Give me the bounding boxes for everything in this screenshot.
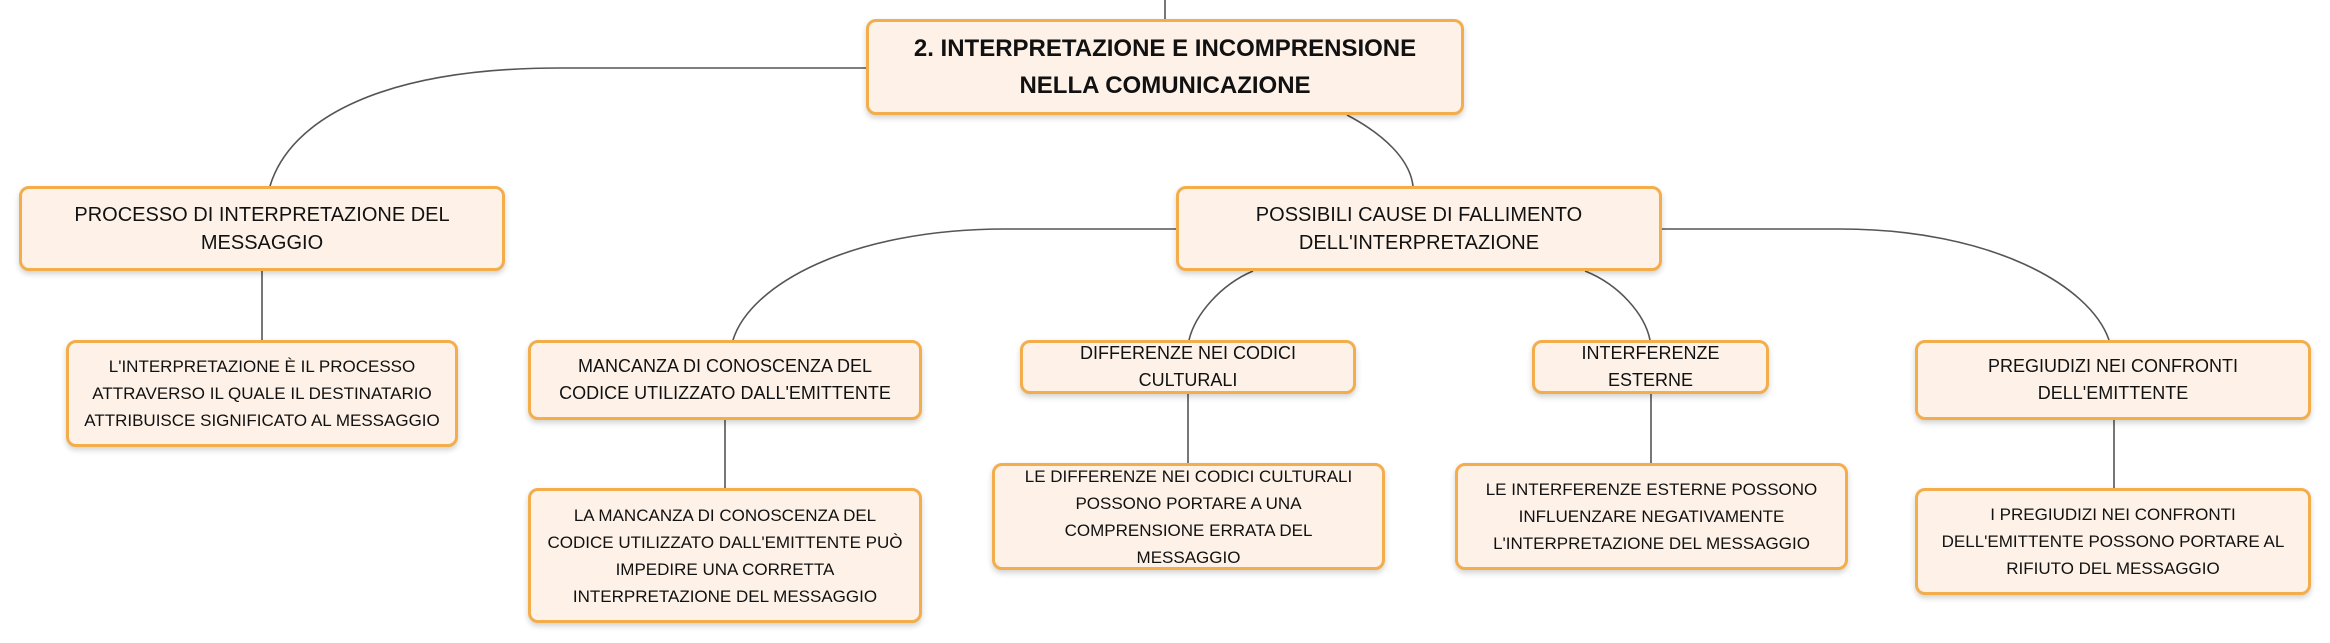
cause-node-3-label: INTERFERENZE ESTERNE <box>1581 343 1720 390</box>
cause-detail-2-label: LE DIFFERENZE NEI CODICI CULTURALI POSSO… <box>1024 466 1353 567</box>
connector-causes-cause3 <box>1584 270 1651 341</box>
root-node[interactable]: 2. INTERPRETAZIONE E INCOMPRENSIONE NELL… <box>866 19 1464 115</box>
cause-node-3[interactable]: INTERFERENZE ESTERNE <box>1532 340 1769 394</box>
connector-root-causes <box>1346 114 1414 187</box>
cause-detail-node-2[interactable]: LE DIFFERENZE NEI CODICI CULTURALI POSSO… <box>992 463 1385 570</box>
causes-node-label: POSSIBILI CAUSE DI FALLIMENTO DELL'INTER… <box>1255 203 1583 254</box>
cause-node-4[interactable]: PREGIUDIZI NEI CONFRONTI DELL'EMITTENTE <box>1915 340 2311 420</box>
cause-detail-node-1[interactable]: LA MANCANZA DI CONOSCENZA DEL CODICE UTI… <box>528 488 922 623</box>
cause-node-2-label: DIFFERENZE NEI CODICI CULTURALI <box>1079 343 1296 390</box>
cause-detail-node-4[interactable]: I PREGIUDIZI NEI CONFRONTI DELL'EMITTENT… <box>1915 488 2311 595</box>
cause-node-4-label: PREGIUDIZI NEI CONFRONTI DELL'EMITTENTE <box>1987 356 2238 403</box>
connector-causes-cause4 <box>1662 228 2110 341</box>
connector-causes-cause2 <box>1188 270 1254 341</box>
cause-node-2[interactable]: DIFFERENZE NEI CODICI CULTURALI <box>1020 340 1356 394</box>
causes-node[interactable]: POSSIBILI CAUSE DI FALLIMENTO DELL'INTER… <box>1176 186 1662 271</box>
cause-detail-4-label: I PREGIUDIZI NEI CONFRONTI DELL'EMITTENT… <box>1941 505 2285 578</box>
cause-node-1-label: MANCANZA DI CONOSCENZA DEL CODICE UTILIZ… <box>559 356 891 403</box>
cause-node-1[interactable]: MANCANZA DI CONOSCENZA DEL CODICE UTILIZ… <box>528 340 922 420</box>
root-node-label: 2. INTERPRETAZIONE E INCOMPRENSIONE NELL… <box>913 35 1417 99</box>
connector-causes-cause1 <box>732 228 1176 341</box>
process-detail-node[interactable]: L'INTERPRETAZIONE È IL PROCESSO ATTRAVER… <box>66 340 458 447</box>
connector-root-process <box>269 67 866 187</box>
cause-detail-1-label: LA MANCANZA DI CONOSCENZA DEL CODICE UTI… <box>547 505 903 606</box>
process-node[interactable]: PROCESSO DI INTERPRETAZIONE DEL MESSAGGI… <box>19 186 505 271</box>
cause-detail-3-label: LE INTERFERENZE ESTERNE POSSONO INFLUENZ… <box>1485 480 1818 553</box>
process-node-label: PROCESSO DI INTERPRETAZIONE DEL MESSAGGI… <box>74 203 450 254</box>
process-detail-label: L'INTERPRETAZIONE È IL PROCESSO ATTRAVER… <box>84 357 440 430</box>
cause-detail-node-3[interactable]: LE INTERFERENZE ESTERNE POSSONO INFLUENZ… <box>1455 463 1848 570</box>
